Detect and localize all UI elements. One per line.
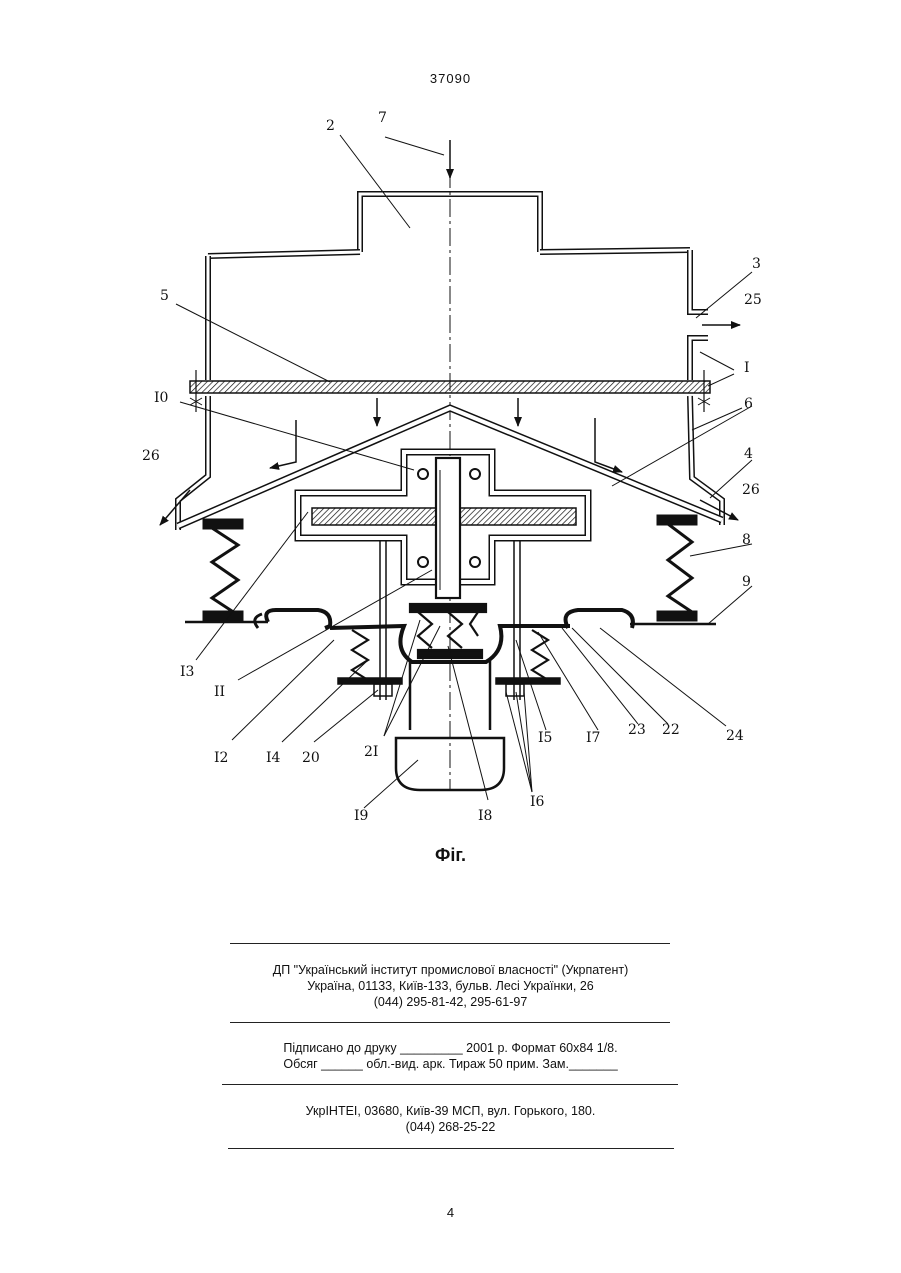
label-17: I7 <box>586 730 600 746</box>
printer-line-2: (044) 268-25-22 <box>0 1119 901 1135</box>
label-12: I2 <box>214 750 228 766</box>
label-3: 3 <box>752 256 761 272</box>
publisher-line-2: Україна, 01133, Київ-133, бульв. Лесі Ук… <box>0 978 901 994</box>
printer-block: УкрІНТЕІ, 03680, Київ-39 МСП, вул. Горьк… <box>0 1103 901 1135</box>
label-8: 8 <box>742 532 751 548</box>
technical-drawing: 2 7 5 3 25 I I0 6 26 4 26 8 9 I3 II I2 I… <box>0 0 901 840</box>
figure-caption: Фіг. <box>0 845 901 866</box>
label-23: 23 <box>628 722 646 738</box>
label-16: I6 <box>530 794 545 810</box>
print-info-block: Підписано до друку _________ 2001 р. Фор… <box>0 1040 901 1072</box>
print-line-2: Обсяг ______ обл.-вид. арк. Тираж 50 при… <box>0 1056 901 1072</box>
printer-line-1: УкрІНТЕІ, 03680, Київ-39 МСП, вул. Горьк… <box>0 1103 901 1119</box>
divider <box>222 1084 678 1085</box>
label-18: I8 <box>478 808 492 824</box>
label-24: 24 <box>726 728 744 744</box>
label-14: I4 <box>266 750 281 766</box>
label-20: 20 <box>302 750 320 766</box>
publisher-block: ДП "Український інститут промислової вла… <box>0 962 901 1010</box>
leader-lines <box>176 135 752 808</box>
label-21: 2I <box>364 744 378 760</box>
label-10: I0 <box>154 390 168 406</box>
divider <box>228 1148 674 1149</box>
label-7: 7 <box>378 110 387 126</box>
label-5: 5 <box>160 288 169 304</box>
label-19: I9 <box>354 808 368 824</box>
label-15: I5 <box>538 730 552 746</box>
page-number: 4 <box>0 1205 901 1220</box>
label-13: I3 <box>180 664 194 680</box>
label-22: 22 <box>662 722 680 738</box>
drive-housing <box>298 452 588 598</box>
label-26-right: 26 <box>742 482 760 498</box>
divider <box>230 1022 670 1023</box>
label-4: 4 <box>744 446 753 462</box>
label-25: 25 <box>744 292 762 308</box>
divider <box>230 943 670 944</box>
label-9: 9 <box>742 574 751 590</box>
label-26-left: 26 <box>142 448 160 464</box>
label-2: 2 <box>326 118 335 134</box>
print-line-1: Підписано до друку _________ 2001 р. Фор… <box>0 1040 901 1056</box>
label-11: II <box>214 684 225 700</box>
label-6: 6 <box>744 396 753 412</box>
label-1: I <box>744 360 750 376</box>
publisher-line-1: ДП "Український інститут промислової вла… <box>0 962 901 978</box>
publisher-line-3: (044) 295-81-42, 295-61-97 <box>0 994 901 1010</box>
